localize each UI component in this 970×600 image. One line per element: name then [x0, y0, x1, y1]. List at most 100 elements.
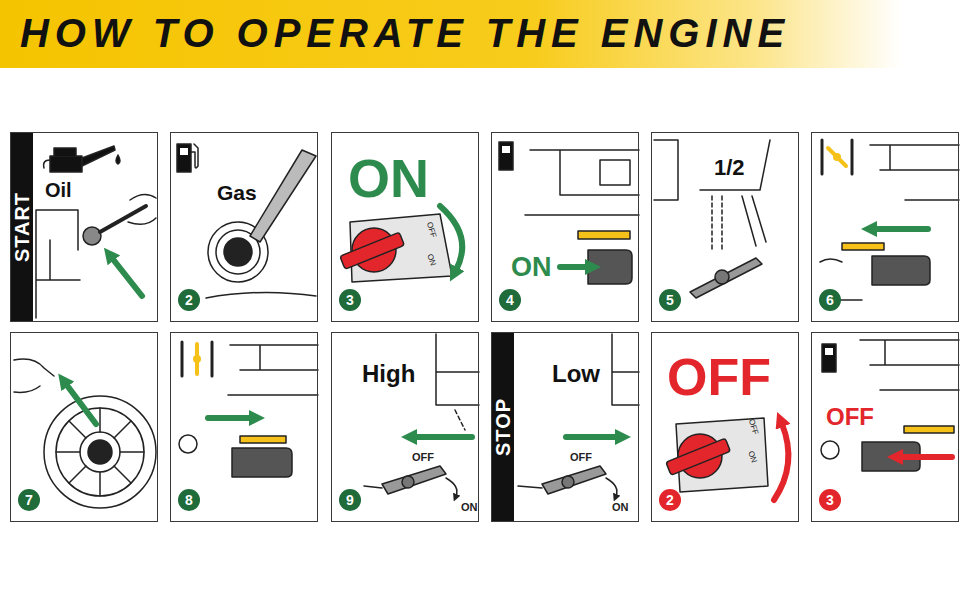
callout-number: 6 — [826, 293, 834, 307]
fuel-dial-part — [666, 438, 731, 475]
recoil-starter-part — [14, 359, 54, 392]
recoil-starter-part — [56, 408, 144, 496]
throttle-lever-part — [364, 486, 382, 488]
engine-outline-part — [36, 210, 80, 318]
choke-valve-part — [228, 345, 318, 395]
phase-label: STOP — [493, 398, 513, 456]
fuel-filler-part — [250, 150, 316, 242]
throttle-lever-part — [606, 478, 617, 496]
oil-can-icon-part — [82, 146, 115, 166]
green-arrow — [874, 226, 928, 232]
callout-number: 2 — [185, 293, 193, 307]
fuel-valve-part — [588, 250, 632, 284]
fuel-pump-icon-part — [177, 144, 191, 172]
phase-band: STOP — [492, 333, 514, 521]
callout-number: 8 — [185, 493, 193, 507]
choke-lever-part — [712, 196, 722, 252]
panel-text: OFF — [826, 405, 874, 429]
step-number: 2 — [659, 489, 681, 511]
fuel-valve-part — [525, 150, 639, 215]
step-panel: 6 — [811, 132, 959, 322]
phase-label: START — [12, 192, 32, 262]
throttle-lever-part — [455, 410, 465, 430]
fuel-valve-part — [904, 426, 954, 433]
callout-number: 9 — [346, 493, 354, 507]
fuel-pump-icon — [177, 144, 198, 172]
fuel-valve-part — [578, 231, 630, 239]
fuel-pump-icon-part — [180, 148, 188, 155]
throttle-lever-part — [446, 478, 457, 496]
engine-outline-part — [100, 206, 146, 232]
part-label: ON — [461, 502, 478, 513]
step-number: 8 — [178, 489, 200, 511]
red-curved-arrow — [774, 424, 788, 500]
engine-outline-part — [83, 227, 101, 245]
fuel-pump-icon — [499, 142, 513, 170]
choke-icon — [822, 140, 852, 174]
phase-band: START — [11, 133, 33, 321]
fuel-filler-part — [224, 238, 252, 266]
oil-can-icon — [44, 146, 120, 172]
part-label: OFF — [570, 452, 592, 463]
part-label: OFF — [412, 452, 434, 463]
panel-text: Gas — [217, 182, 257, 203]
fuel-valve-part — [821, 441, 839, 459]
green-arrow — [414, 434, 472, 440]
title-text: HOW TO OPERATE THE ENGINE — [20, 13, 790, 53]
oil-can-icon-part — [54, 148, 76, 156]
step-panel: 7 — [10, 332, 158, 522]
engine-outline — [36, 194, 156, 318]
panel-text: ON — [511, 254, 552, 281]
callout-number: 4 — [506, 293, 514, 307]
step-panel: ON 3 — [331, 132, 479, 322]
green-curved-arrow — [440, 206, 462, 270]
panel-text: Oil — [45, 180, 72, 200]
recoil-starter — [14, 359, 156, 508]
fuel-pump-icon-part — [502, 146, 510, 153]
throttle-lever — [364, 334, 479, 496]
green-arrow — [566, 434, 618, 440]
step-panel: LowSTOP — [491, 332, 639, 522]
choke-valve-part — [232, 448, 292, 477]
fuel-pump-icon-part — [825, 348, 833, 355]
fuel-valve — [821, 340, 959, 471]
choke-icon-part — [193, 355, 201, 363]
engine-outline-part — [128, 194, 156, 224]
green-arrow — [208, 415, 252, 421]
choke-icon-part — [182, 342, 212, 376]
part-label: ON — [425, 253, 436, 267]
fuel-filler — [206, 150, 316, 298]
green-arrow — [560, 264, 588, 270]
choke-icon-part — [828, 148, 846, 166]
step-panel: OFF2 — [651, 332, 799, 522]
fuel-valve-part — [860, 340, 959, 390]
step-number: 4 — [499, 289, 521, 311]
throttle-lever-part — [402, 476, 414, 488]
choke-lever-part — [700, 140, 770, 190]
callout-number: 5 — [666, 293, 674, 307]
choke-valve — [179, 345, 318, 477]
panel-text: High — [362, 362, 415, 386]
fuel-dial — [340, 214, 452, 282]
panel-text: Low — [552, 362, 600, 386]
step-panel: OilSTART — [10, 132, 158, 322]
choke-icon-part — [833, 153, 841, 161]
choke-valve-part — [842, 243, 884, 250]
choke-valve-part — [179, 435, 197, 453]
step-panel: OFF 3 — [811, 332, 959, 522]
oil-can-icon-part — [116, 155, 120, 164]
fuel-valve — [525, 150, 639, 284]
step-number: 9 — [339, 489, 361, 511]
callout-number: 2 — [666, 493, 674, 507]
fuel-pump-icon — [822, 344, 836, 372]
step-number: 3 — [819, 489, 841, 511]
panel-text: ON — [348, 151, 429, 205]
throttle-lever-part — [542, 466, 606, 494]
choke-valve-part — [240, 436, 286, 443]
choke-lever — [654, 140, 770, 298]
callout-number: 3 — [346, 293, 354, 307]
step-number: 7 — [18, 489, 40, 511]
